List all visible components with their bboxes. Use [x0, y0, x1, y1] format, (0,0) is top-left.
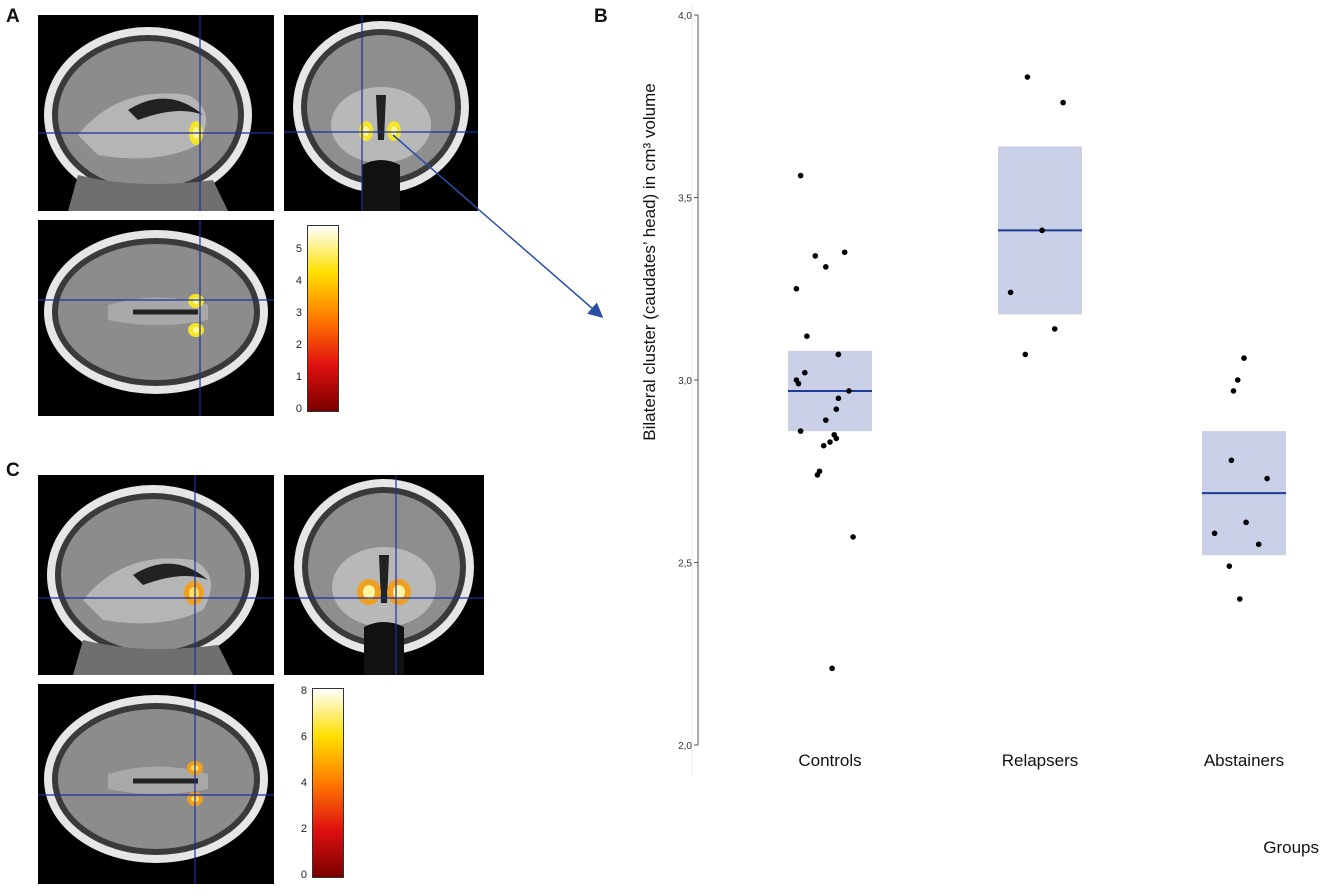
- y-tick-label: 3,0: [678, 376, 692, 387]
- x-category-label: Controls: [798, 751, 861, 770]
- data-point-controls: [820, 442, 827, 449]
- data-point-relapsers: [1039, 227, 1045, 234]
- data-point-controls: [841, 249, 848, 256]
- panel-a-axial-slice: [38, 220, 274, 416]
- data-point-controls: [802, 369, 808, 376]
- data-point-abstainers: [1241, 355, 1247, 361]
- panel-c-colorbar-tick: 2: [300, 823, 307, 835]
- data-point-abstainers: [1226, 563, 1233, 569]
- data-point-controls: [833, 435, 840, 442]
- data-point-controls: [835, 351, 842, 358]
- data-point-abstainers: [1264, 475, 1270, 482]
- data-point-controls: [835, 395, 842, 402]
- panel-letter-b: B: [594, 6, 608, 27]
- y-tick-label: 3,5: [678, 194, 692, 205]
- data-point-controls: [797, 172, 804, 179]
- data-point-controls: [829, 665, 835, 672]
- data-point-controls: [793, 285, 800, 292]
- panel-c-colorbar-tick: 0: [300, 869, 307, 881]
- data-point-controls: [833, 406, 840, 413]
- panel-a-colorbar-tick: 0: [295, 403, 302, 415]
- panel-c-sagittal-slice: [38, 475, 274, 675]
- data-point-controls: [823, 417, 829, 423]
- panel-c-colorbar-tick: 6: [300, 731, 307, 743]
- panel-letter-c: C: [6, 460, 20, 481]
- panel-b-scatter-box-chart: 2,0 2,5 3,0 3,5 4,0 Controls Relapsers Abstain…: [640, 6, 1325, 857]
- data-point-abstainers: [1211, 530, 1218, 537]
- panel-a-colorbar-tick: 1: [295, 371, 302, 383]
- y-tick-label: 4,0: [678, 11, 692, 22]
- data-point-controls: [814, 472, 821, 478]
- data-point-relapsers: [1051, 326, 1058, 332]
- panel-c-colorbar: [312, 688, 344, 878]
- y-tick-label: 2,0: [678, 741, 692, 752]
- data-point-controls: [846, 388, 852, 394]
- x-axis-categories: Controls Relapsers Abstainers: [798, 751, 1284, 770]
- data-point-controls: [823, 264, 829, 270]
- panel-a-colorbar: [307, 225, 339, 412]
- data-point-abstainers: [1234, 377, 1241, 383]
- data-point-controls: [804, 333, 810, 340]
- data-point-abstainers: [1237, 596, 1243, 602]
- panel-c-colorbar-tick: 4: [300, 777, 307, 789]
- panel-c-colorbar-tick: 8: [300, 685, 307, 697]
- data-point-relapsers: [1022, 351, 1029, 358]
- panel-c-coronal-slice: [284, 475, 484, 675]
- data-point-controls: [812, 253, 819, 259]
- data-point-controls: [827, 439, 833, 445]
- data-point-controls: [797, 428, 804, 434]
- data-point-relapsers: [1024, 74, 1031, 80]
- y-axis-label: Bilateral cluster (caudates’ head) in cm…: [640, 83, 659, 440]
- x-axis-label: Groups: [1263, 838, 1319, 857]
- data-point-controls: [795, 380, 802, 387]
- data-point-controls: [850, 534, 856, 540]
- panel-a-colorbar-tick: 3: [295, 307, 302, 319]
- panel-a-coronal-slice: [284, 15, 478, 211]
- data-point-relapsers: [1007, 289, 1014, 296]
- data-point-relapsers: [1060, 99, 1066, 106]
- panel-a-colorbar-tick: 5: [295, 243, 302, 255]
- data-point-abstainers: [1243, 519, 1249, 526]
- y-axis: 2,0 2,5 3,0 3,5 4,0: [678, 11, 699, 752]
- x-category-label: Abstainers: [1204, 751, 1284, 770]
- point-layer: [793, 74, 1270, 672]
- data-point-abstainers: [1255, 541, 1262, 548]
- data-point-abstainers: [1230, 388, 1237, 394]
- panel-a-colorbar-tick: 2: [295, 339, 302, 351]
- arrow-line: [392, 134, 604, 318]
- y-tick-label: 2,5: [678, 559, 692, 570]
- panel-a-colorbar-tick: 4: [295, 275, 302, 287]
- panel-letter-a: A: [6, 6, 20, 27]
- panel-a-sagittal-slice: [38, 15, 274, 211]
- panel-c-axial-slice: [38, 684, 274, 884]
- data-point-abstainers: [1228, 457, 1235, 464]
- x-category-label: Relapsers: [1002, 751, 1079, 770]
